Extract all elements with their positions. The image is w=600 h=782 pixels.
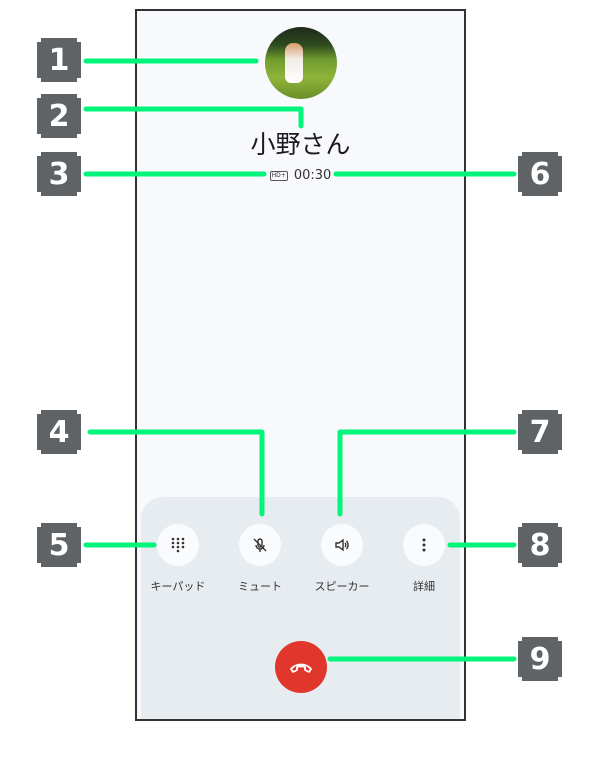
callout-7: 7: [518, 410, 562, 454]
mic-off-icon: [253, 538, 267, 552]
callout-6: 6: [518, 152, 562, 196]
keypad-label: キーパッド: [150, 580, 206, 593]
call-duration: 00:30: [293, 168, 332, 183]
callout-2: 2: [37, 94, 81, 138]
speaker-icon: [335, 538, 349, 552]
call-status: HD+ 00:30: [137, 168, 464, 183]
more-button[interactable]: [403, 524, 445, 566]
end-call-icon: [290, 663, 312, 673]
callout-3: 3: [37, 152, 81, 196]
more-label: 詳細: [413, 580, 435, 593]
caller-name: 小野さん: [250, 130, 351, 159]
callout-4: 4: [37, 410, 81, 454]
speaker-button[interactable]: [321, 524, 363, 566]
callout-5: 5: [37, 523, 81, 567]
mute-button[interactable]: [239, 524, 281, 566]
more-vert-icon: [422, 538, 426, 552]
end-call-button[interactable]: [275, 641, 327, 693]
speaker-label: スピーカー: [314, 580, 370, 593]
hd-voice-icon: HD+: [269, 170, 288, 181]
callout-8: 8: [518, 523, 562, 567]
caller-avatar: [265, 27, 337, 99]
mute-label: ミュート: [238, 580, 282, 593]
keypad-button[interactable]: [157, 524, 199, 566]
callout-9: 9: [518, 637, 562, 681]
callout-1: 1: [37, 38, 81, 82]
keypad-icon: [171, 537, 185, 553]
